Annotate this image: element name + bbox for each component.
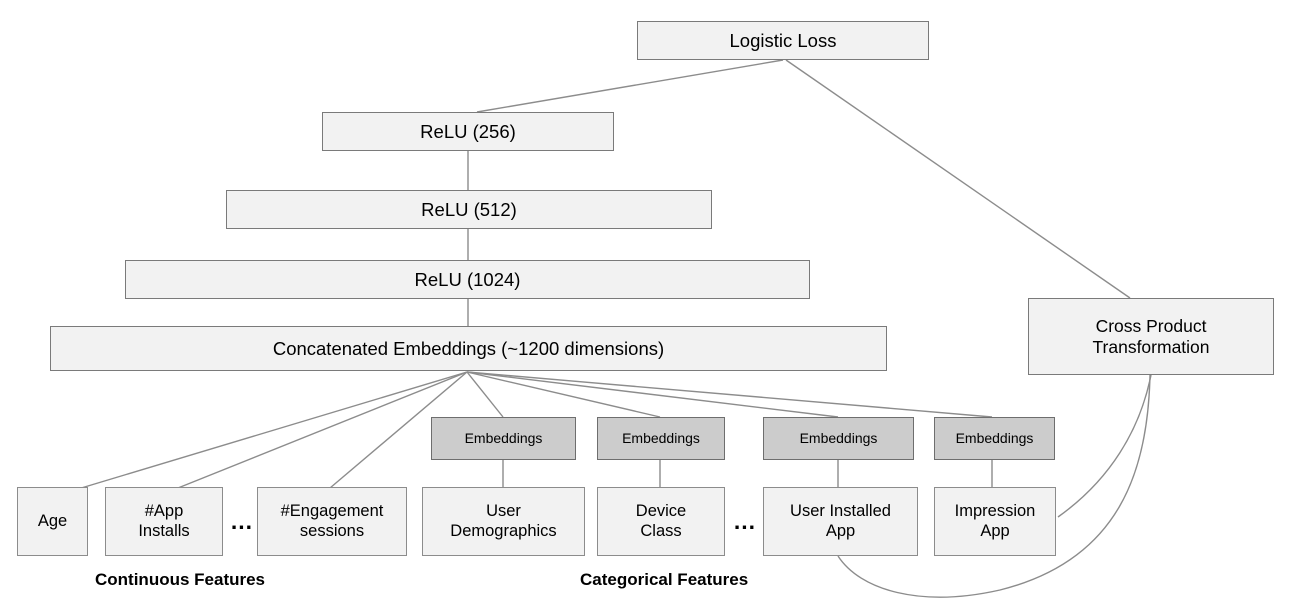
ellipsis-continuous: ... bbox=[226, 487, 258, 556]
embeddings-box-impression-app[interactable]: Embeddings bbox=[934, 417, 1055, 460]
feature-line1: Device bbox=[635, 502, 687, 521]
wire-loss-to-crossproduct bbox=[785, 59, 1131, 299]
node-logistic-loss[interactable]: Logistic Loss bbox=[637, 21, 929, 60]
feature-line2: App bbox=[980, 521, 1010, 540]
wire-crossproduct-curve-impressionapp bbox=[1057, 374, 1152, 518]
ellipsis-categorical: ... bbox=[729, 487, 761, 556]
feature-line1: User Installed bbox=[790, 502, 891, 521]
feature-box-device-class[interactable]: Device Class bbox=[597, 487, 725, 556]
node-relu-512[interactable]: ReLU (512) bbox=[226, 190, 712, 229]
cross-product-line2: Transformation bbox=[1092, 336, 1210, 357]
feature-line2: App bbox=[825, 521, 856, 540]
feature-box-app-installs[interactable]: #App Installs bbox=[105, 487, 223, 556]
embeddings-box-user-installed-app[interactable]: Embeddings bbox=[763, 417, 914, 460]
feature-line1: Age bbox=[37, 511, 68, 530]
embeddings-label: Embeddings bbox=[955, 430, 1034, 447]
group-label-categorical-features: Categorical Features bbox=[580, 570, 749, 589]
node-relu-1024[interactable]: ReLU (1024) bbox=[125, 260, 810, 299]
embeddings-label: Embeddings bbox=[799, 430, 878, 447]
feature-line2: Class bbox=[640, 521, 682, 540]
feature-box-impression-app[interactable]: Impression App bbox=[934, 487, 1056, 556]
node-concatenated-embeddings-label: Concatenated Embeddings (~1200 dimension… bbox=[272, 337, 665, 359]
cross-product-line1: Cross Product bbox=[1095, 315, 1207, 336]
node-concatenated-embeddings[interactable]: Concatenated Embeddings (~1200 dimension… bbox=[50, 326, 887, 371]
node-logistic-loss-label: Logistic Loss bbox=[729, 29, 837, 51]
feature-line2: Demographics bbox=[450, 521, 557, 540]
feature-line2: Installs bbox=[138, 521, 190, 540]
feature-line1: #Engagement bbox=[280, 502, 384, 521]
wire-concat-to-appinstalls bbox=[167, 371, 468, 493]
embeddings-box-user-demographics[interactable]: Embeddings bbox=[431, 417, 576, 460]
feature-line1: #App bbox=[144, 502, 184, 521]
feature-box-user-demographics[interactable]: User Demographics bbox=[422, 487, 585, 556]
wire-concat-to-age bbox=[57, 371, 468, 496]
embeddings-label: Embeddings bbox=[464, 430, 543, 447]
ellipsis-glyph: ... bbox=[733, 508, 757, 534]
embeddings-label: Embeddings bbox=[622, 430, 700, 447]
ellipsis-glyph: ... bbox=[230, 508, 254, 534]
node-relu-256[interactable]: ReLU (256) bbox=[322, 112, 614, 151]
embeddings-box-device-class[interactable]: Embeddings bbox=[597, 417, 725, 460]
feature-line1: Impression bbox=[954, 502, 1036, 521]
wire-concat-to-emb3 bbox=[466, 371, 839, 418]
feature-box-user-installed-app[interactable]: User Installed App bbox=[763, 487, 918, 556]
wire-concat-to-emb2 bbox=[466, 371, 661, 418]
node-cross-product-transformation[interactable]: Cross Product Transformation bbox=[1028, 298, 1274, 375]
feature-line2: sessions bbox=[299, 521, 365, 540]
node-relu-1024-label: ReLU (1024) bbox=[414, 268, 521, 290]
wire-concat-to-emb1 bbox=[466, 371, 504, 418]
wire-loss-to-relu256 bbox=[476, 59, 784, 113]
feature-line1: User bbox=[486, 502, 521, 521]
node-relu-256-label: ReLU (256) bbox=[420, 120, 516, 142]
feature-box-age[interactable]: Age bbox=[17, 487, 88, 556]
wire-concat-to-emb4 bbox=[466, 371, 993, 418]
feature-box-engagement-sessions[interactable]: #Engagement sessions bbox=[257, 487, 407, 556]
group-label-continuous-features: Continuous Features bbox=[95, 570, 266, 589]
node-relu-512-label: ReLU (512) bbox=[421, 198, 517, 220]
